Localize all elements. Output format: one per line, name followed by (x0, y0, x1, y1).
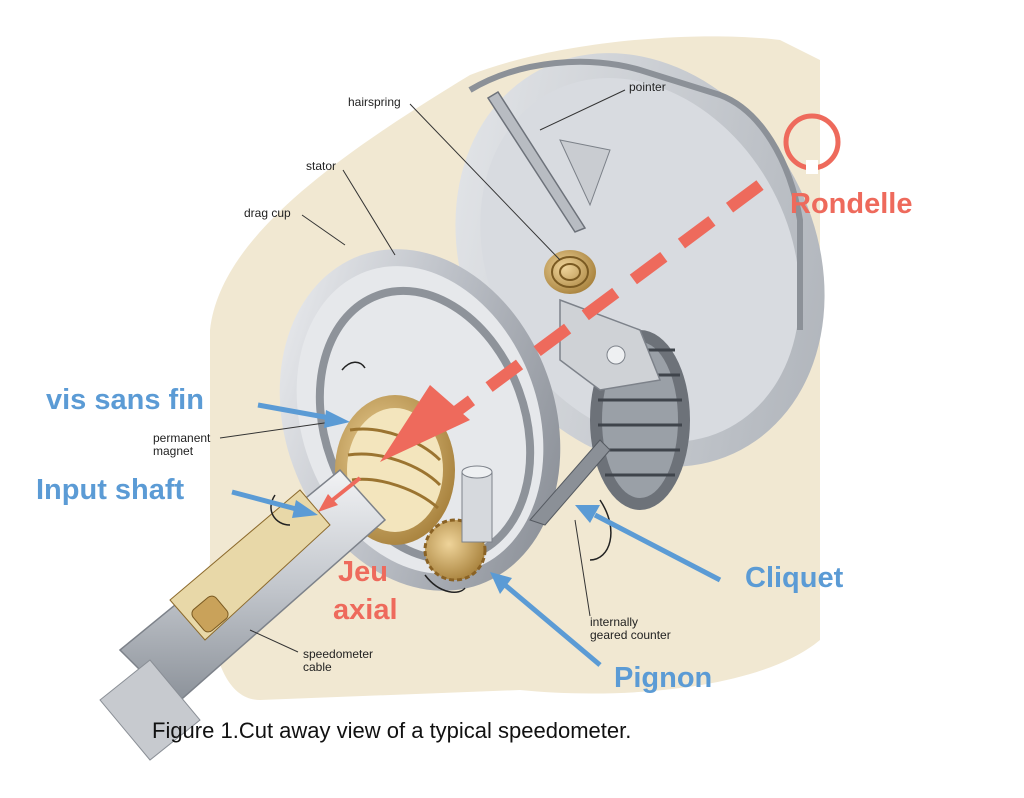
internally-geared-counter (559, 298, 690, 510)
label-stator: stator (306, 159, 337, 173)
pinion-gear (423, 465, 493, 582)
rondelle-circle-marker (783, 113, 841, 174)
pointer-needle (486, 90, 611, 233)
annotation-vis-sans-fin: vis sans fin (46, 384, 204, 416)
annotation-input-shaft: Input shaft (36, 474, 185, 506)
part-leader-lines (219, 89, 626, 653)
label-pointer: pointer (629, 80, 666, 94)
annotation-axial: axial (333, 594, 398, 626)
red-dashed-axis-arrow (380, 180, 764, 462)
blue-annotation-arrows (231, 402, 722, 667)
label-speedometer-cable: speedometer cable (303, 647, 374, 674)
annotation-pignon: Pignon (614, 662, 713, 694)
label-internally-geared-counter: internally geared counter (590, 615, 671, 642)
annotation-jeu: Jeu (338, 556, 388, 588)
annotation-rondelle: Rondelle (790, 188, 913, 220)
figure-caption: Figure 1.Cut away view of a typical spee… (152, 718, 632, 743)
rotation-arrows (270, 361, 612, 593)
label-drag-cup: drag cup (244, 206, 291, 220)
label-hairspring: hairspring (348, 95, 401, 109)
hairspring (544, 250, 596, 294)
jeu-axial-arrow (318, 476, 362, 512)
input-shaft (99, 468, 387, 761)
annotation-cliquet: Cliquet (745, 562, 844, 594)
label-permanent-magnet: permanent magnet (153, 431, 211, 458)
cliquet-pawl (529, 439, 611, 526)
